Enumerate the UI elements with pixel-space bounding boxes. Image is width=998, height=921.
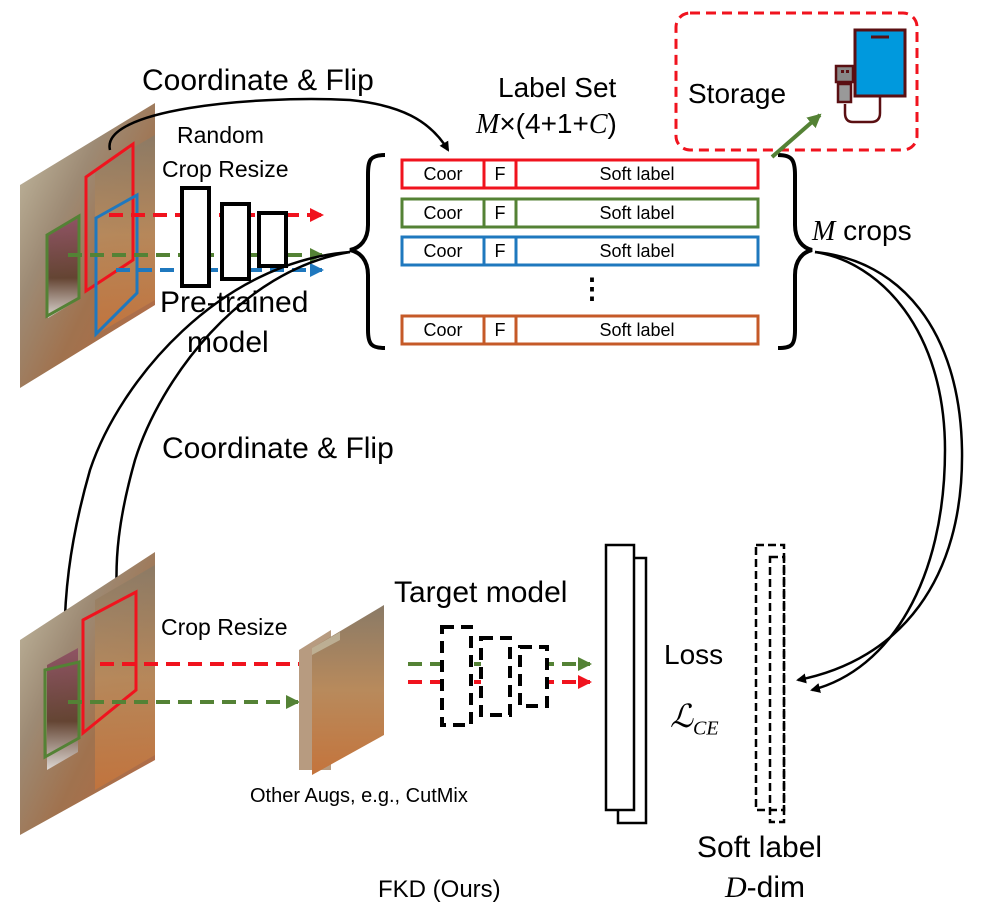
label-row-orange: Coor F Soft label xyxy=(400,314,760,346)
formula-rest: ×(4+1+ xyxy=(499,108,589,139)
coor-cell: Coor xyxy=(423,241,462,261)
m-crops-arrow-2 xyxy=(810,250,947,693)
d-dim-label: D-dim xyxy=(725,873,805,903)
m-crops-arrow-1 xyxy=(796,250,964,684)
loss-formula: ℒCE xyxy=(670,700,719,738)
target-layer-3 xyxy=(518,645,549,708)
random-crop-label-line1: Random xyxy=(177,122,264,148)
crop-box-red-bottom xyxy=(81,589,138,737)
d-dim-rest: -dim xyxy=(746,871,806,904)
pretrained-layer-3 xyxy=(257,211,288,268)
figure-caption: FKD (Ours) xyxy=(378,876,501,903)
target-layer-1 xyxy=(440,625,473,727)
flip-cell: F xyxy=(495,164,506,184)
target-layer-2 xyxy=(479,636,512,717)
storage-label: Storage xyxy=(688,78,787,109)
source-image-bottom xyxy=(20,552,155,835)
label-row-blue: Coor F Soft label xyxy=(400,235,760,267)
crop-box-red-top xyxy=(84,141,135,294)
flip-cell: F xyxy=(495,203,506,223)
label-row-box xyxy=(400,235,760,267)
label-set-formula: M×(4+1+C) xyxy=(476,110,617,139)
label-row-green: Coor F Soft label xyxy=(400,197,760,229)
soft-label-cell: Soft label xyxy=(599,203,674,223)
crop-resize-label: Crop Resize xyxy=(161,614,288,640)
coordinate-flip-arrow-top xyxy=(108,97,450,152)
m-crops-m: M xyxy=(812,216,836,247)
soft-label-label: Soft label xyxy=(697,831,823,864)
flip-cell: F xyxy=(495,320,506,340)
soft-label-cell: Soft label xyxy=(599,164,674,184)
coor-cell: Coor xyxy=(423,320,462,340)
label-set-right-brace xyxy=(777,153,813,350)
soft-label-cell: Soft label xyxy=(599,241,674,261)
m-crops-label: M crops xyxy=(812,217,912,246)
label-set-title: Label Set xyxy=(498,72,617,103)
label-row-box xyxy=(400,158,760,190)
m-crops-text: crops xyxy=(835,215,912,246)
crop-box-green-bottom xyxy=(43,660,81,760)
flip-cell: F xyxy=(495,241,506,261)
pretrained-layer-2 xyxy=(220,202,251,281)
augmented-crops xyxy=(299,605,384,775)
loss-subscript: CE xyxy=(693,717,719,740)
label-set-left-brace xyxy=(349,153,386,350)
formula-close: ) xyxy=(607,108,617,139)
external-drive-icon xyxy=(834,28,907,124)
coordinate-flip-arrow-bottom-2 xyxy=(111,250,351,597)
soft-label-front xyxy=(754,543,786,812)
output-logits-front xyxy=(604,543,636,812)
crop-box-green-top xyxy=(45,213,81,319)
formula-c: C xyxy=(588,109,608,140)
label-row-box xyxy=(400,314,760,346)
target-model-label: Target model xyxy=(394,576,568,609)
rows-ellipsis: ⋮ xyxy=(578,273,606,304)
coor-cell: Coor xyxy=(423,164,462,184)
coordinate-flip-label-top: Coordinate & Flip xyxy=(142,64,374,97)
crop-box-blue-top xyxy=(94,192,139,338)
coordinate-flip-arrow-bottom-1 xyxy=(59,250,351,672)
pretrained-label-line1: Pre-trained xyxy=(160,286,309,319)
coordinate-flip-label-bottom: Coordinate & Flip xyxy=(162,432,394,465)
pretrained-layer-1 xyxy=(180,186,211,288)
label-row-red: Coor F Soft label xyxy=(400,158,760,190)
store-arrow xyxy=(770,113,822,159)
formula-m: M xyxy=(476,109,500,140)
d-dim-d: D xyxy=(725,871,747,904)
pretrained-label-line2: model xyxy=(187,326,269,359)
loss-symbol: ℒ xyxy=(670,698,694,734)
soft-label-cell: Soft label xyxy=(599,320,674,340)
storage-box xyxy=(674,11,919,152)
random-crop-label-line2: Crop Resize xyxy=(162,156,289,182)
soft-label-back xyxy=(768,555,786,824)
other-augs-label: Other Augs, e.g., CutMix xyxy=(250,785,468,807)
label-row-box xyxy=(400,197,760,229)
loss-label: Loss xyxy=(664,639,724,670)
coor-cell: Coor xyxy=(423,203,462,223)
